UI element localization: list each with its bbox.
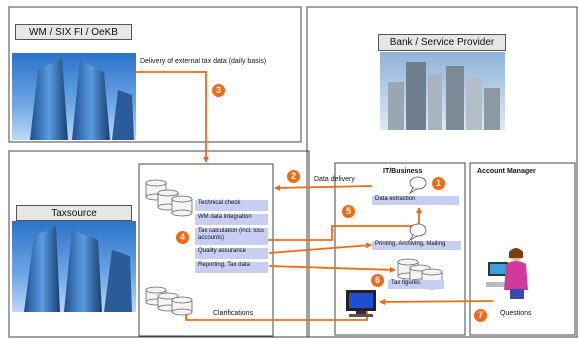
monitor-icon <box>346 290 376 317</box>
skyscraper-image-top <box>12 53 136 140</box>
arrow-3-external-data <box>136 71 209 163</box>
account-manager-box <box>469 162 576 336</box>
wm-section-title: WM / SIX FI / OeKB <box>15 24 132 40</box>
step-quality-assurance: Quality assurance <box>195 248 268 259</box>
step-wm-data-integration: WM data integration <box>195 214 268 225</box>
speech-bubble-icon-printing <box>408 223 427 242</box>
step-badge-2: 2 <box>287 170 300 183</box>
step-badge-4: 4 <box>176 231 189 244</box>
step-technical-check: Technical check <box>195 200 268 211</box>
database-icon-bottom <box>145 286 193 316</box>
clarifications-label: Clarifications <box>213 310 254 317</box>
arrow-6-to-tax-figures <box>268 265 396 273</box>
step-tax-figures: Tax figures <box>388 280 444 289</box>
account-manager-title: Account Manager <box>477 168 536 175</box>
step-printing-archiving-mailing: Printing, Archiving, Mailing <box>372 241 461 250</box>
bank-skyline-image <box>380 52 505 130</box>
step-badge-1: 1 <box>432 177 445 190</box>
step-badge-5: 5 <box>342 205 355 218</box>
person-at-computer-icon <box>486 248 528 299</box>
step-reporting-tax-data: Reporting, Tax data <box>195 262 268 273</box>
step-tax-calculation: Tax calculation (incl. loss accounts) <box>195 228 268 245</box>
arrow-to-printing <box>268 242 372 254</box>
arrow-5-to-it <box>247 207 422 241</box>
step-badge-7: 7 <box>474 309 487 322</box>
wm-section-frame <box>8 6 302 143</box>
data-delivery-label: Data delivery <box>314 176 355 183</box>
bank-section-frame <box>306 6 578 338</box>
questions-label: Questions <box>500 310 532 317</box>
taxsource-section-title: Taxsource <box>16 205 132 221</box>
database-icon-top <box>145 179 193 217</box>
arrow-2-data-delivery <box>274 184 373 191</box>
it-business-title: IT/Business <box>383 168 423 175</box>
step-badge-3: 3 <box>212 84 225 97</box>
taxsource-section-frame <box>8 150 310 338</box>
bank-section-title: Bank / Service Provider <box>378 34 506 51</box>
speech-bubble-icon-extraction <box>408 176 427 195</box>
skyscraper-image-bottom <box>12 221 136 312</box>
step-data-extraction: Data extraction <box>372 196 459 205</box>
arrow-7-questions <box>379 298 494 305</box>
step-badge-6: 6 <box>371 274 384 287</box>
delivery-label: Delivery of external tax data (daily bas… <box>140 58 267 65</box>
